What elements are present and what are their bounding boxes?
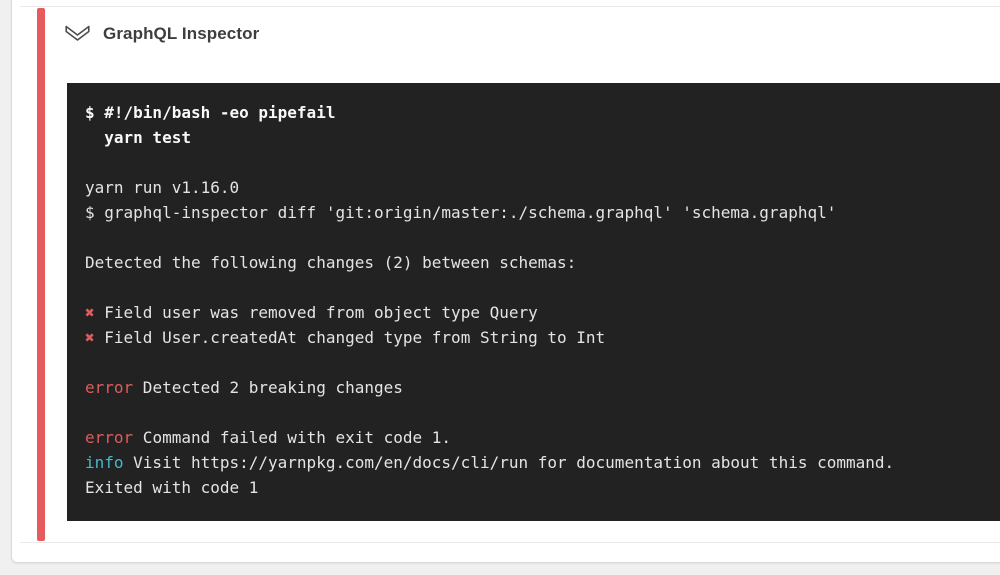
- terminal-text: $ graphql-inspector diff 'git:origin/mas…: [85, 203, 837, 222]
- terminal-line: [85, 225, 1000, 250]
- terminal-text: Detected the following changes (2) betwe…: [85, 253, 577, 272]
- step-bottom-divider: [20, 542, 1000, 543]
- terminal-line: ✖ Field user was removed from object typ…: [85, 300, 1000, 325]
- terminal-text: Command failed with exit code 1.: [133, 428, 452, 447]
- failed-step-stripe: [37, 8, 45, 541]
- step-header[interactable]: GraphQL Inspector: [63, 21, 259, 47]
- terminal-command-text: yarn test: [85, 128, 191, 147]
- terminal-line: $ #!/bin/bash -eo pipefail: [85, 100, 1000, 125]
- chevron-down-icon[interactable]: [63, 23, 91, 46]
- terminal-output: $ #!/bin/bash -eo pipefail yarn test yarn…: [67, 83, 1000, 521]
- terminal-line: yarn run v1.16.0: [85, 175, 1000, 200]
- terminal-command-text: $ #!/bin/bash -eo pipefail: [85, 103, 336, 122]
- step-top-divider: [20, 6, 1000, 7]
- terminal-text: yarn run v1.16.0: [85, 178, 240, 197]
- terminal-line: [85, 350, 1000, 375]
- terminal-error-text: error: [85, 378, 134, 397]
- terminal-error-text: ✖: [85, 328, 95, 347]
- terminal-line: info Visit https://yarnpkg.com/en/docs/c…: [85, 450, 1000, 475]
- terminal-line: ✖ Field User.createdAt changed type from…: [85, 325, 1000, 350]
- terminal-line: [85, 150, 1000, 175]
- terminal-text: Visit https://yarnpkg.com/en/docs/cli/ru…: [123, 453, 895, 472]
- terminal-line: yarn test: [85, 125, 1000, 150]
- terminal-text: Exited with code 1: [85, 478, 259, 497]
- terminal-text: Field user was removed from object type …: [94, 303, 538, 322]
- terminal-text: Detected 2 breaking changes: [133, 378, 403, 397]
- terminal-line: [85, 275, 1000, 300]
- terminal-error-text: ✖: [85, 303, 95, 322]
- terminal-line: error Command failed with exit code 1.: [85, 425, 1000, 450]
- terminal-info-text: info: [85, 453, 124, 472]
- build-step-card: GraphQL Inspector $ #!/bin/bash -eo pipe…: [11, 0, 1000, 563]
- terminal-line: Detected the following changes (2) betwe…: [85, 250, 1000, 275]
- step-title: GraphQL Inspector: [103, 24, 260, 43]
- terminal-line: [85, 400, 1000, 425]
- terminal-error-text: error: [85, 428, 134, 447]
- terminal-line: error Detected 2 breaking changes: [85, 375, 1000, 400]
- terminal-line: $ graphql-inspector diff 'git:origin/mas…: [85, 200, 1000, 225]
- terminal-text: Field User.createdAt changed type from S…: [94, 328, 606, 347]
- terminal-line: Exited with code 1: [85, 475, 1000, 500]
